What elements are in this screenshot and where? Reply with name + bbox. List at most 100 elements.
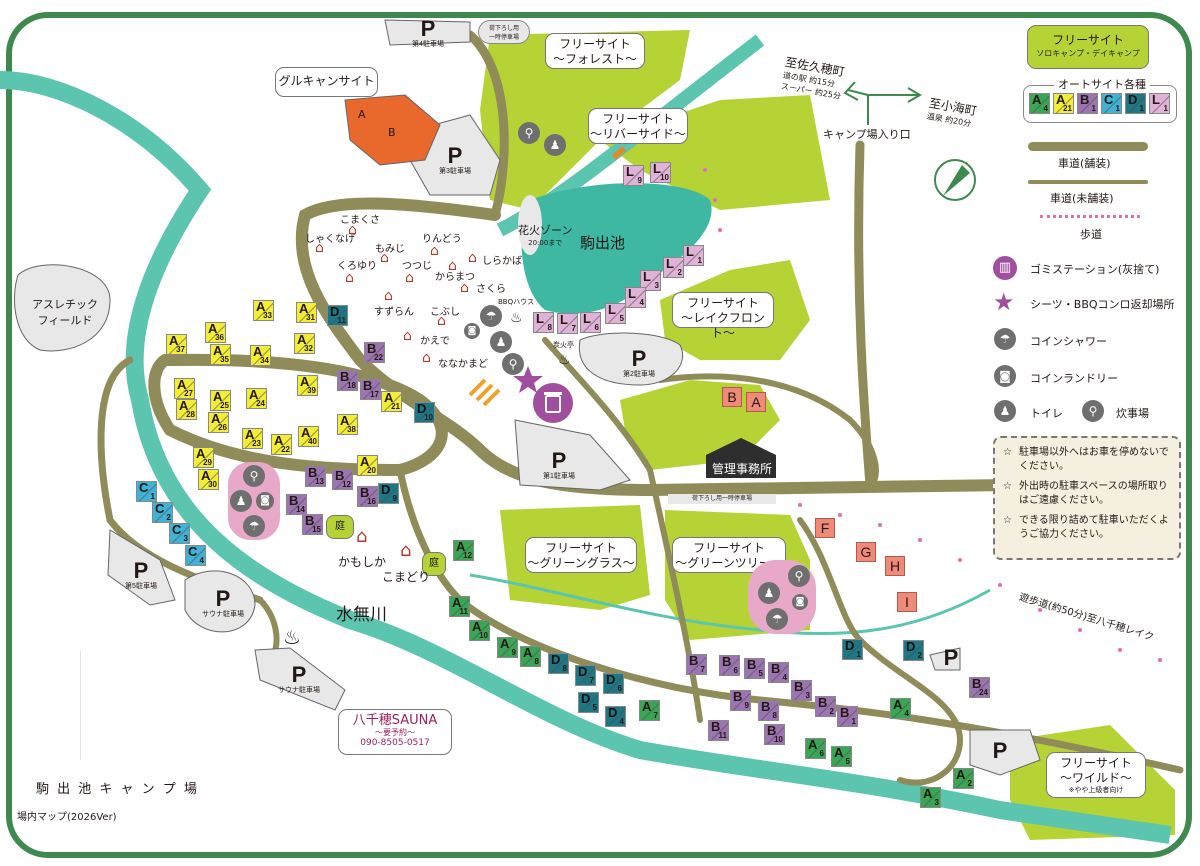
glamping-a: A [358, 108, 366, 121]
site-h[interactable]: H [885, 556, 905, 576]
cabin-suzuran: すずらん [374, 307, 414, 318]
cabin-kobushi: こぶし [430, 307, 460, 318]
creek [469, 573, 991, 636]
map-frame [6, 12, 1192, 858]
bbq-house-label: BBQハウス [498, 298, 535, 306]
cabin-karamatsu: からまつ [435, 272, 475, 283]
house-icon: ⌂ [437, 313, 446, 329]
site-b-office[interactable]: B [722, 387, 742, 407]
site-g[interactable]: G [856, 542, 876, 562]
toilet-icon: ♟ [758, 582, 780, 604]
charcoal-label: 炭火亭 [553, 341, 574, 349]
charcoal-grill-icon: ♨ [558, 352, 571, 368]
site-a-office[interactable]: A [746, 392, 766, 412]
shower-icon: ☂ [243, 515, 265, 537]
toilet-icon: ♟ [490, 331, 512, 353]
site-f[interactable]: F [815, 518, 835, 538]
cabin-shakunage: しゃくなげ [305, 234, 355, 245]
house-icon: ⌂ [315, 240, 324, 256]
cabin-rindou: りんどう [422, 234, 462, 245]
house-icon: ⌂ [400, 540, 412, 561]
site-i[interactable]: I [897, 592, 917, 612]
